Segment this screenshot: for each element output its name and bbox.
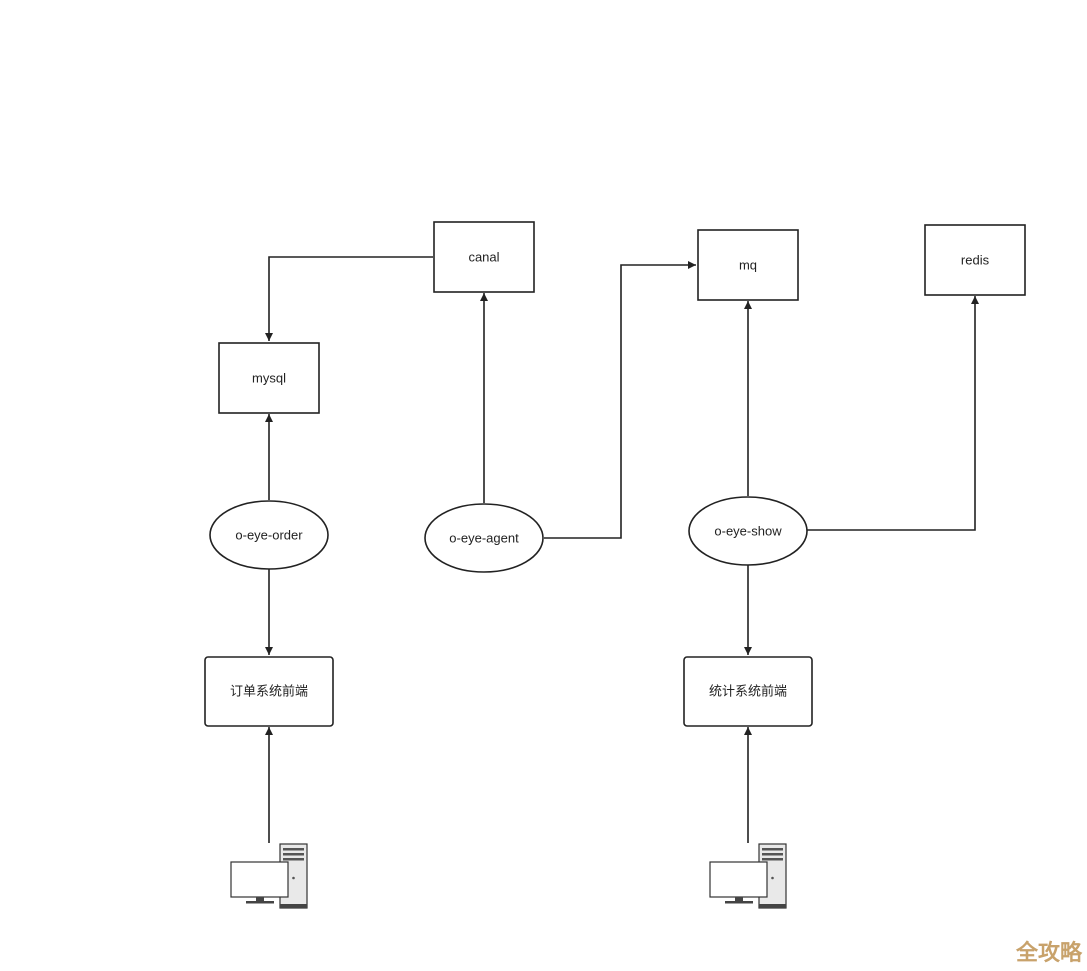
edge-canal-to-mysql [265, 256, 433, 341]
node-o-eye-show [688, 496, 808, 566]
edge-show-to-redis [807, 296, 979, 531]
node-o-eye-agent [424, 503, 544, 573]
label-o-eye-agent: o-eye-agent [449, 531, 519, 546]
node-mq [697, 229, 799, 301]
computer-icon [709, 843, 787, 909]
label-stats-frontend: 统计系统前端 [709, 684, 787, 699]
label-canal: canal [468, 250, 499, 265]
label-order-frontend: 订单系统前端 [230, 684, 308, 699]
edge-agent-to-mq [544, 261, 696, 539]
label-redis: redis [961, 253, 990, 268]
node-stats-frontend [683, 656, 813, 727]
watermark: 全攻略 [1015, 940, 1083, 966]
node-order-frontend [204, 656, 334, 727]
node-o-eye-order [209, 500, 329, 570]
computer-icon [230, 843, 308, 909]
node-canal [433, 221, 535, 293]
label-mysql: mysql [252, 371, 286, 386]
node-mysql [218, 342, 320, 414]
label-mq: mq [739, 258, 757, 273]
node-redis [924, 224, 1026, 296]
label-o-eye-show: o-eye-show [714, 524, 782, 539]
label-o-eye-order: o-eye-order [235, 528, 303, 543]
